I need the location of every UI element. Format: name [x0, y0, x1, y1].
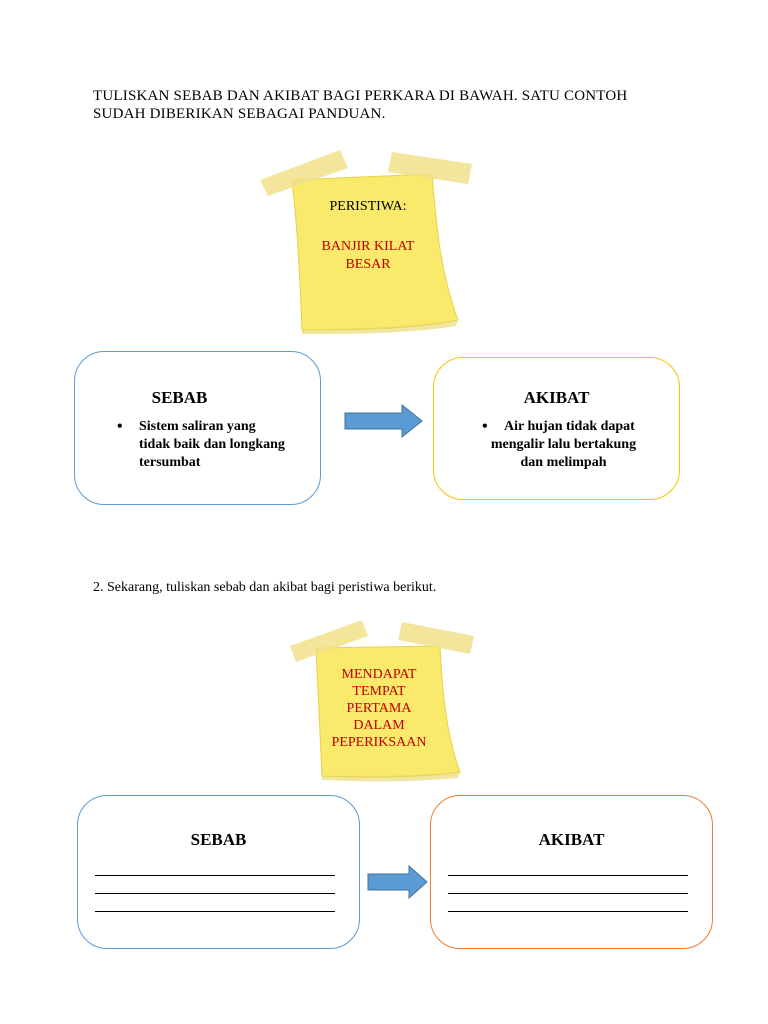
- note-event-line-1: MENDAPAT: [341, 667, 417, 682]
- sebab-title: SEBAB: [190, 830, 247, 849]
- question-2-sebab-box: SEBAB: [77, 795, 360, 949]
- question-2-sticky-note: MENDAPAT TEMPAT PERTAMA DALAM PEPERIKSAA…: [290, 614, 480, 784]
- instruction-text: TULISKAN SEBAB DAN AKIBAT BAGI PERKARA D…: [93, 87, 693, 123]
- note-event-line-4: DALAM: [353, 718, 405, 733]
- note-event-line-2: BESAR: [345, 257, 391, 272]
- akibat-title: AKIBAT: [538, 830, 605, 849]
- akibat-answer-line-3[interactable]: [448, 911, 688, 912]
- sebab-bullet-line-3: tersumbat: [139, 455, 201, 470]
- note-event-line-3: PERTAMA: [346, 701, 412, 716]
- akibat-bullet-line-1: Air hujan tidak dapat: [504, 419, 635, 434]
- instruction-line-1: TULISKAN SEBAB DAN AKIBAT BAGI PERKARA D…: [93, 88, 628, 104]
- sebab-answer-line-2[interactable]: [95, 893, 335, 894]
- note-event-line-2: TEMPAT: [352, 684, 406, 699]
- sebab-title: SEBAB: [151, 388, 208, 407]
- note-heading: PERISTIWA:: [329, 199, 407, 214]
- sebab-bullet-list: Sistem saliran yang: [113, 418, 313, 436]
- akibat-answer-line-2[interactable]: [448, 893, 688, 894]
- akibat-bullet-line-3: dan melimpah: [520, 455, 607, 470]
- right-arrow-icon: [367, 865, 428, 899]
- sebab-bullet-line-1: Sistem saliran yang: [139, 419, 256, 434]
- note-event-line-5: PEPERIKSAAN: [331, 735, 427, 750]
- akibat-bullet-list: Air hujan tidak dapat: [478, 418, 678, 436]
- akibat-bullet-line-2: mengalir lalu bertakung: [490, 437, 637, 452]
- akibat-bullet: Air hujan tidak dapat: [478, 418, 678, 436]
- sticky-note-graphic: [260, 150, 472, 334]
- example-sticky-note: PERISTIWA: BANJIR KILAT BESAR: [258, 142, 478, 342]
- akibat-answer-line-1[interactable]: [448, 875, 688, 876]
- akibat-title: AKIBAT: [523, 388, 590, 407]
- sebab-answer-line-3[interactable]: [95, 911, 335, 912]
- instruction-line-2: SUDAH DIBERIKAN SEBAGAI PANDUAN.: [93, 106, 386, 122]
- sticky-note-graphic: [290, 620, 474, 782]
- sebab-answer-line-1[interactable]: [95, 875, 335, 876]
- note-event-line-1: BANJIR KILAT: [321, 239, 415, 254]
- example-akibat-box: AKIBAT Air hujan tidak dapat mengalir la…: [433, 357, 680, 500]
- example-sebab-box: SEBAB Sistem saliran yang tidak baik dan…: [74, 351, 321, 505]
- question-2-akibat-box: AKIBAT: [430, 795, 713, 949]
- right-arrow-icon: [344, 404, 423, 438]
- sebab-bullet: Sistem saliran yang: [113, 418, 313, 436]
- sebab-bullet-line-2: tidak baik dan longkang: [139, 437, 285, 452]
- question-2-prompt: 2. Sekarang, tuliskan sebab dan akibat b…: [93, 580, 437, 595]
